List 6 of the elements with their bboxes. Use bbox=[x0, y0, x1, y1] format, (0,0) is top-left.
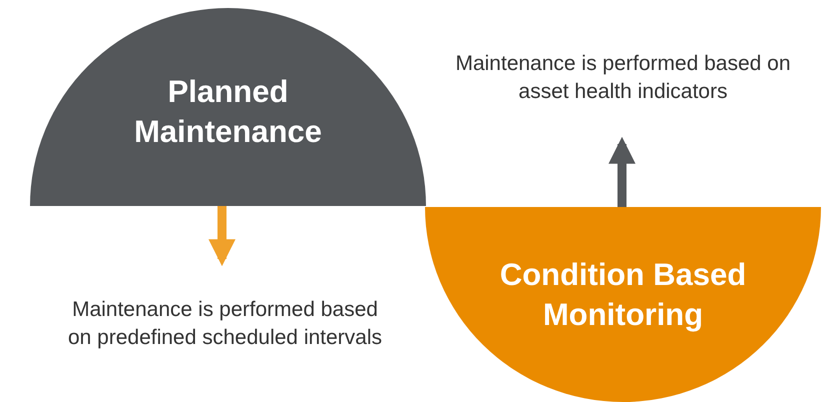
arrow bbox=[608, 136, 636, 207]
arrow bbox=[208, 206, 236, 266]
title-text: Planned Maintenance bbox=[133, 73, 323, 151]
title-text: Condition Based Monitoring bbox=[498, 256, 748, 334]
description-text: Maintenance is performed based on predefined scheduled intervals bbox=[66, 297, 384, 351]
description-text: Maintenance is performed based on asset health indicators bbox=[455, 51, 791, 105]
